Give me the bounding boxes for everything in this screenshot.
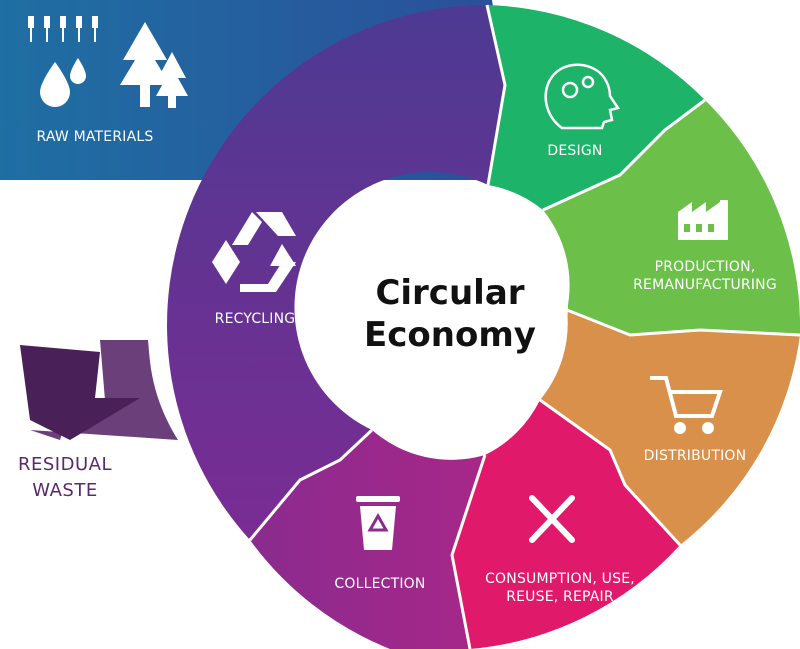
production-segment <box>543 100 800 335</box>
residual-waste-arrow <box>30 340 178 440</box>
center-circle <box>332 187 568 423</box>
center-title-line1: Circular <box>375 273 525 313</box>
factory-icon <box>678 200 728 240</box>
residual-waste-arrow-head <box>20 345 140 440</box>
center-title: Circular Economy <box>330 272 570 356</box>
head-gears-icon <box>544 63 621 130</box>
distribution-label: DISTRIBUTION <box>643 448 747 464</box>
water-drops-icon <box>40 58 86 107</box>
wheat-icon <box>28 16 98 42</box>
recycling-label: RECYCLING <box>214 311 296 327</box>
consumption-label-line1: CONSUMPTION, USE, <box>485 571 635 587</box>
shopping-cart-icon <box>650 376 723 434</box>
residual-waste-line2: WASTE <box>32 480 98 501</box>
recycle-icon <box>212 212 296 292</box>
segment-dividers <box>248 4 800 649</box>
design-label: DESIGN <box>547 143 603 159</box>
trees-icon <box>120 22 188 108</box>
distribution-segment <box>540 310 800 545</box>
center-title-line2: Economy <box>364 315 536 355</box>
residual-waste-label: RESIDUAL WASTE <box>0 452 130 504</box>
tools-icon <box>529 495 575 543</box>
recycling-segment <box>167 5 505 540</box>
raw-materials-label: RAW MATERIALS <box>36 129 154 145</box>
recycle-bin-icon <box>356 496 400 550</box>
residual-waste-line1: RESIDUAL <box>18 454 112 475</box>
production-label-line2: REMANUFACTURING <box>633 277 777 293</box>
design-segment <box>487 5 705 210</box>
consumption-segment <box>452 400 680 649</box>
collection-label: COLLECTION <box>334 576 426 592</box>
consumption-label-line2: REUSE, REPAIR <box>506 589 614 605</box>
production-label-line1: PRODUCTION, <box>654 259 756 275</box>
